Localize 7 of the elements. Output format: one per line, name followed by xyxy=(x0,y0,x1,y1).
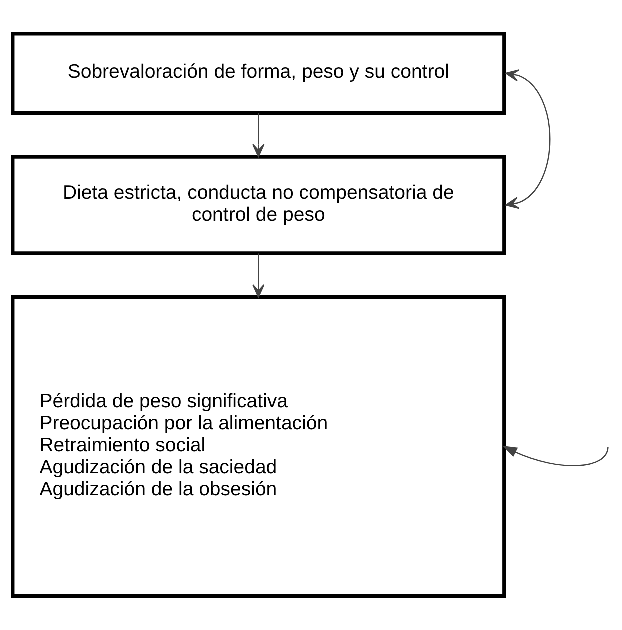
arrow xyxy=(252,113,265,158)
arrow xyxy=(506,70,551,210)
node-box: Pérdida de peso significativa Preocupación por la alimentación Retraimiento social Agudización de la saciedad Agudización de la obsesión xyxy=(11,295,506,598)
node-box: Sobrevaloración de forma, peso y su control xyxy=(11,32,506,115)
arrow xyxy=(502,446,609,466)
node-box: Dieta estricta, conducta no compensatoria de control de peso xyxy=(11,155,506,256)
arrow xyxy=(252,254,265,298)
